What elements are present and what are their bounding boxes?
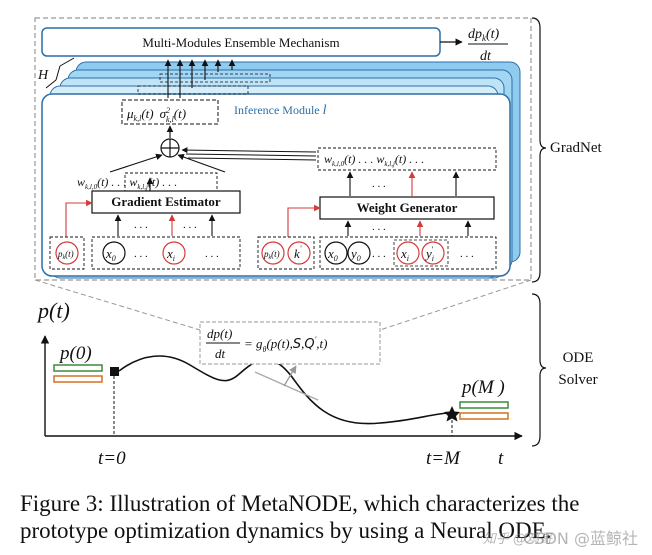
- xi-node-left: [162, 241, 186, 265]
- inference-module-label: Inference Module l: [234, 103, 327, 118]
- output-derivative: dpk(t) dt: [468, 27, 508, 64]
- tangent-line: [254, 371, 319, 401]
- svg-text:xi: xi: [166, 246, 175, 263]
- grad-input-dots-2: . . .: [183, 219, 197, 231]
- svg-text:pk(t): pk(t): [263, 249, 280, 261]
- ode-trajectory: [118, 355, 449, 425]
- gradnet-frame: [34, 17, 532, 281]
- svg-text:dpk(t): dpk(t): [468, 27, 500, 43]
- svg-text:x0: x0: [105, 246, 116, 263]
- h-brace: [45, 57, 75, 89]
- svg-text:pk(t): pk(t): [57, 249, 74, 261]
- yi-node-right: [421, 241, 445, 265]
- metanode-diagram: Multi-Modules Ensemble Mechanism dpk(t) …: [34, 17, 602, 469]
- gradnet-brace: [531, 17, 547, 283]
- grad-input-dots: . . .: [134, 219, 148, 231]
- svg-text:y0: y0: [349, 246, 361, 263]
- ode-section-label-1: ODE: [563, 350, 594, 366]
- ode-equation: dp(t) dt = gθ(p(t),S,Q',t): [206, 326, 328, 361]
- weight-dots: . . .: [372, 178, 386, 190]
- right-dots-2: . . .: [460, 248, 474, 260]
- zoom-line-right: [379, 279, 532, 331]
- w-right-to-oplus-bundle: [181, 147, 317, 161]
- p0-label: p(0): [58, 343, 92, 364]
- xi-yi-dashed-box: [393, 239, 449, 267]
- y0-node-right: [347, 241, 371, 265]
- figure-caption: Figure 3: Illustration of MetaNODE, whic…: [20, 491, 580, 543]
- pM-bar-green: [459, 401, 509, 409]
- svg-text:k': k': [294, 244, 302, 261]
- pk-node-right: [261, 241, 285, 265]
- p0-bar-green: [53, 364, 103, 372]
- t0-label: t=0: [98, 448, 126, 469]
- left-dots-2: . . .: [205, 248, 219, 260]
- weight-generator-outputs: [346, 171, 460, 196]
- ensemble-input-arrows: [164, 59, 236, 98]
- pk-node-left: [55, 241, 79, 265]
- watermark-text: CSDN @蓝鲸社: [523, 529, 638, 548]
- right-dots-1: . . .: [372, 248, 386, 260]
- zoom-line-left: [34, 279, 201, 331]
- ode-section-label-2: Solver: [558, 372, 597, 388]
- weight-gen-inputs: [287, 204, 472, 238]
- svg-text:dt: dt: [480, 49, 492, 64]
- weight-generator-label: Weight Generator: [357, 200, 458, 215]
- xi-node-right: [396, 241, 420, 265]
- ensemble-input-dashes-2: [159, 73, 271, 83]
- k-prime-node: [287, 241, 311, 265]
- t-axis-label: t: [498, 448, 504, 469]
- start-point-marker: [110, 367, 119, 376]
- w-right-label: wk,l,0(t) . . . wk,l,j(t) . . .: [324, 152, 424, 168]
- end-point-star: [444, 406, 460, 422]
- svg-text:dp(t): dp(t): [207, 326, 232, 341]
- svg-text:dt: dt: [215, 346, 226, 361]
- pM-bar-orange: [459, 412, 509, 420]
- svg-text:xi: xi: [400, 246, 409, 263]
- svg-text:yi': yi': [424, 245, 434, 263]
- ensemble-label: Multi-Modules Ensemble Mechanism: [142, 35, 339, 50]
- tangent-arrow: [283, 365, 297, 387]
- pM-label: p(M ): [460, 377, 505, 398]
- svg-text:= gθ(p(t),S,Q',t): = gθ(p(t),S,Q',t): [244, 335, 328, 354]
- grad-est-inputs: [65, 199, 216, 240]
- h-label: H: [37, 68, 49, 83]
- w-left-label: wk,l,0(t) . . . wk,l,j(t) . . .: [77, 175, 177, 191]
- x0-node-left: [102, 241, 126, 265]
- left-dots-1: . . .: [134, 248, 148, 260]
- inference-module: [41, 93, 511, 277]
- ensemble-input-dashes: [137, 85, 249, 95]
- ode-y-axis-label: p(t): [36, 298, 70, 323]
- w-right-to-oplus: [177, 153, 226, 173]
- ode-brace: [531, 293, 547, 447]
- p0-bar-orange: [53, 375, 103, 383]
- watermark-logo: 知乎 @鸡哥: [482, 532, 552, 547]
- w-left-to-oplus: [109, 153, 163, 173]
- svg-text:x0: x0: [327, 246, 338, 263]
- tM-label: t=M: [426, 448, 461, 469]
- mu-sigma-box: [121, 99, 219, 125]
- gradnet-section-label: GradNet: [550, 140, 602, 156]
- x0-node-right: [324, 241, 348, 265]
- weight-input-dots: . . .: [372, 221, 386, 233]
- w-right-box: [317, 147, 497, 171]
- gradient-estimator-label: Gradient Estimator: [111, 194, 221, 209]
